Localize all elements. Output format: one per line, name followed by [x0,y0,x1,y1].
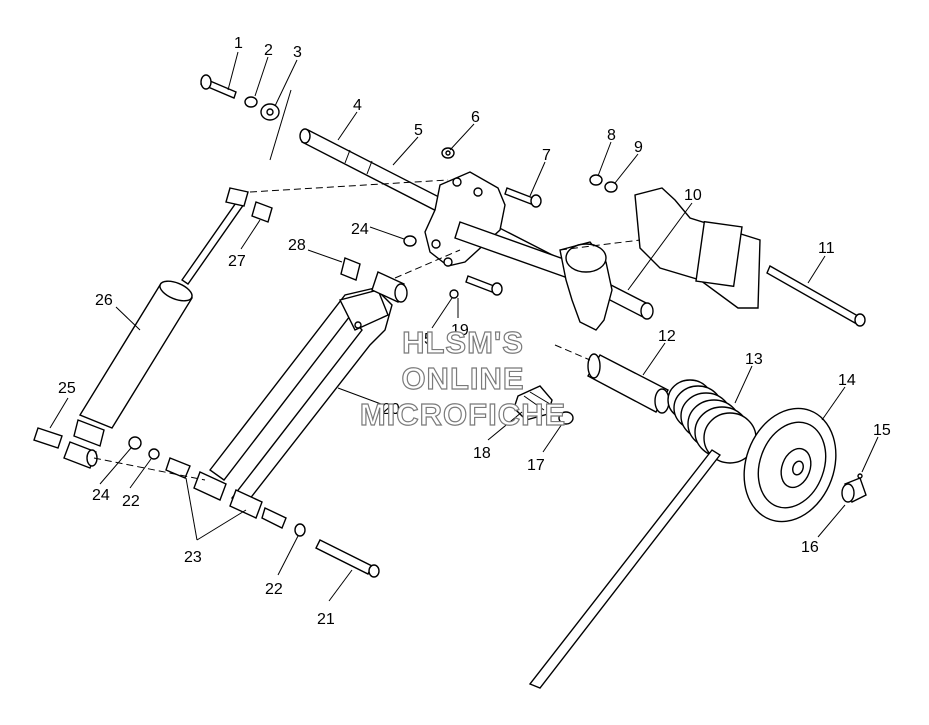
part-14-wheel [743,407,837,523]
callout-17: 17 [527,457,545,474]
callout-labels: 1 2 3 4 5 5 6 7 8 9 10 11 12 13 14 15 16… [58,35,891,628]
callout-2: 2 [264,42,273,59]
part-1-bolt [200,74,237,99]
callout-26: 26 [95,292,113,309]
callout-12: 12 [658,328,676,345]
callout-18: 18 [473,445,491,462]
part-22-washer-b [294,523,306,537]
part-3-washer [260,103,280,121]
callout-10: 10 [684,187,702,204]
callout-16: 16 [801,539,819,556]
callout-8: 8 [607,127,616,144]
callout-9: 9 [634,139,643,156]
callout-11: 11 [818,240,835,257]
watermark-line-2: ONLINE [401,361,524,396]
part-bushing-upper [371,271,408,303]
callout-22-lower: 22 [265,581,283,598]
part-22-washer-a [148,448,160,460]
part-28-bushing [340,257,361,281]
callout-1: 1 [234,35,243,52]
part-6-nut [441,147,455,159]
callout-27: 27 [228,253,246,270]
part-10-bracket [559,187,761,331]
part-13-spring [528,379,757,689]
watermark: HLSM'S ONLINE MICROFICHE [359,324,566,432]
part-8-nut [589,174,603,186]
part-15-ball [857,473,863,479]
part-2-lock-washer [244,96,258,108]
callout-24-lower: 24 [92,487,110,504]
part-12-spacer [587,353,670,414]
callout-22-left: 22 [122,493,140,510]
callout-3: 3 [293,44,302,61]
part-21-bolt [315,539,380,578]
part-20-arm [209,287,393,506]
callout-4: 4 [353,97,362,114]
callout-14: 14 [838,372,856,389]
part-9-washer [604,181,618,193]
callout-20: 20 [382,401,400,418]
callout-6: 6 [471,109,480,126]
callout-19: 19 [451,322,469,339]
callout-15: 15 [873,422,891,439]
part-24-nut-upper [403,235,417,247]
part-24-nut-lower [128,436,142,450]
callout-5: 5 [414,122,423,139]
part-27-bushing [251,201,273,223]
watermark-line-1: HLSM'S [402,325,524,360]
part-16-bushing [841,477,867,503]
part-17-washer [558,411,574,425]
part-26-shock [63,187,249,469]
callout-28: 28 [288,237,306,254]
part-25-bushing [33,427,63,449]
part-19-bolt [449,275,503,299]
callout-7: 7 [542,147,551,164]
callout-25: 25 [58,380,76,397]
callout-23: 23 [184,549,202,566]
part-18-adjuster [513,385,553,421]
part-11-bolt [766,265,866,327]
leader-lines [49,51,879,602]
callout-5-lower: 5 [424,331,433,348]
callout-24-upper: 24 [351,221,369,238]
watermark-line-3: MICROFICHE [360,397,566,432]
callout-13: 13 [745,351,763,368]
part-7-bolt [504,187,542,208]
callout-21: 21 [317,611,335,628]
